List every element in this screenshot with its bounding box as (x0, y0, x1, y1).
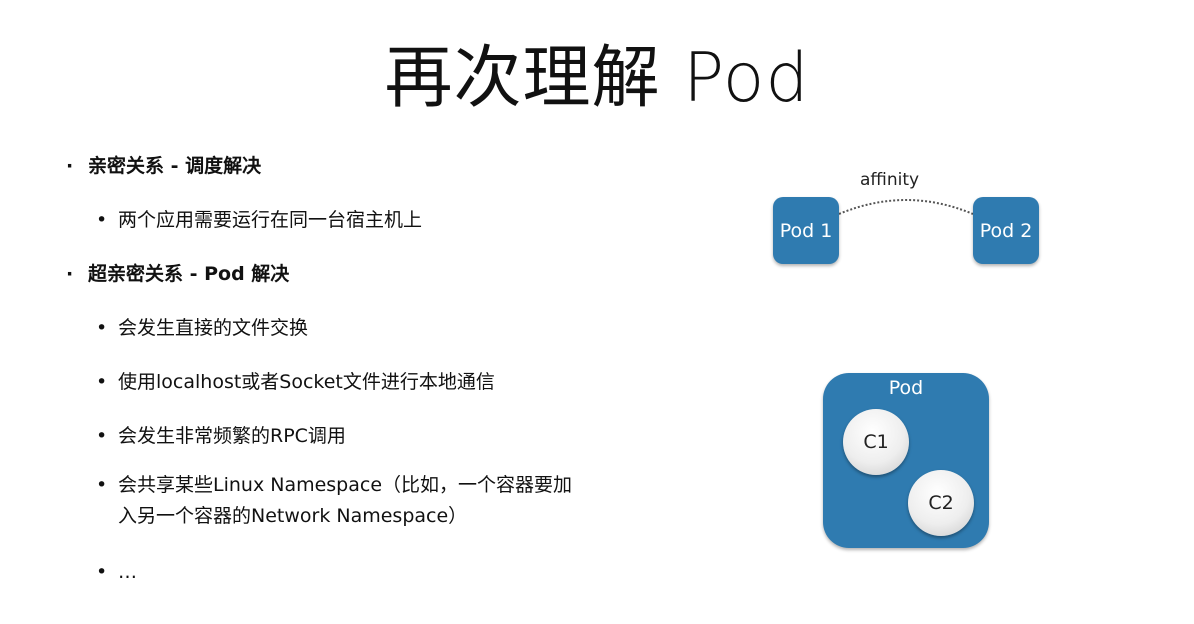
sub-bullet: • 会共享某些Linux Namespace（比如，一个容器要加入另一个容器的Ne… (96, 470, 578, 532)
bullet-dot: • (96, 371, 108, 393)
bullet-dot: • (96, 561, 108, 583)
bullet-text: … (118, 561, 137, 583)
bullet-super-affinity: · 超亲密关系 - Pod 解决 (66, 259, 289, 286)
bullet-affinity: · 亲密关系 - 调度解决 (66, 151, 261, 178)
bullet-text: 会发生非常频繁的RPC调用 (118, 425, 346, 447)
sub-bullet: • 会发生非常频繁的RPC调用 (96, 421, 346, 448)
sub-bullet: • 会发生直接的文件交换 (96, 313, 308, 340)
bullet-dot: · (66, 155, 74, 177)
bullet-text: 会发生直接的文件交换 (118, 317, 309, 339)
bullet-text: 超亲密关系 - Pod 解决 (88, 263, 290, 285)
pod-1-box: Pod 1 (773, 197, 839, 264)
bullet-text: 会共享某些Linux Namespace（比如，一个容器要加入另一个容器的Net… (118, 474, 573, 527)
sub-bullet: • 两个应用需要运行在同一台宿主机上 (96, 205, 422, 232)
bullet-dot: · (66, 263, 74, 285)
sub-bullet: • 使用localhost或者Socket文件进行本地通信 (96, 367, 495, 394)
bullet-text: 亲密关系 - 调度解决 (88, 155, 262, 177)
pod-label: Pod (888, 377, 924, 399)
container-c2: C2 (908, 470, 974, 536)
affinity-label: affinity (860, 170, 920, 190)
sub-bullet: •… (96, 561, 137, 583)
pod-2-box: Pod 2 (973, 197, 1039, 264)
bullet-text: 两个应用需要运行在同一台宿主机上 (118, 209, 423, 231)
bullet-dot: • (96, 425, 108, 447)
bullet-dot: • (96, 317, 108, 339)
bullet-text: 使用localhost或者Socket文件进行本地通信 (118, 371, 495, 393)
container-c1: C1 (843, 409, 909, 475)
bullet-dot: • (96, 209, 108, 231)
slide-title: 再次理解 Pod (384, 39, 810, 118)
pod-container: Pod C1 C2 (823, 373, 989, 548)
bullet-dot: • (96, 474, 108, 496)
